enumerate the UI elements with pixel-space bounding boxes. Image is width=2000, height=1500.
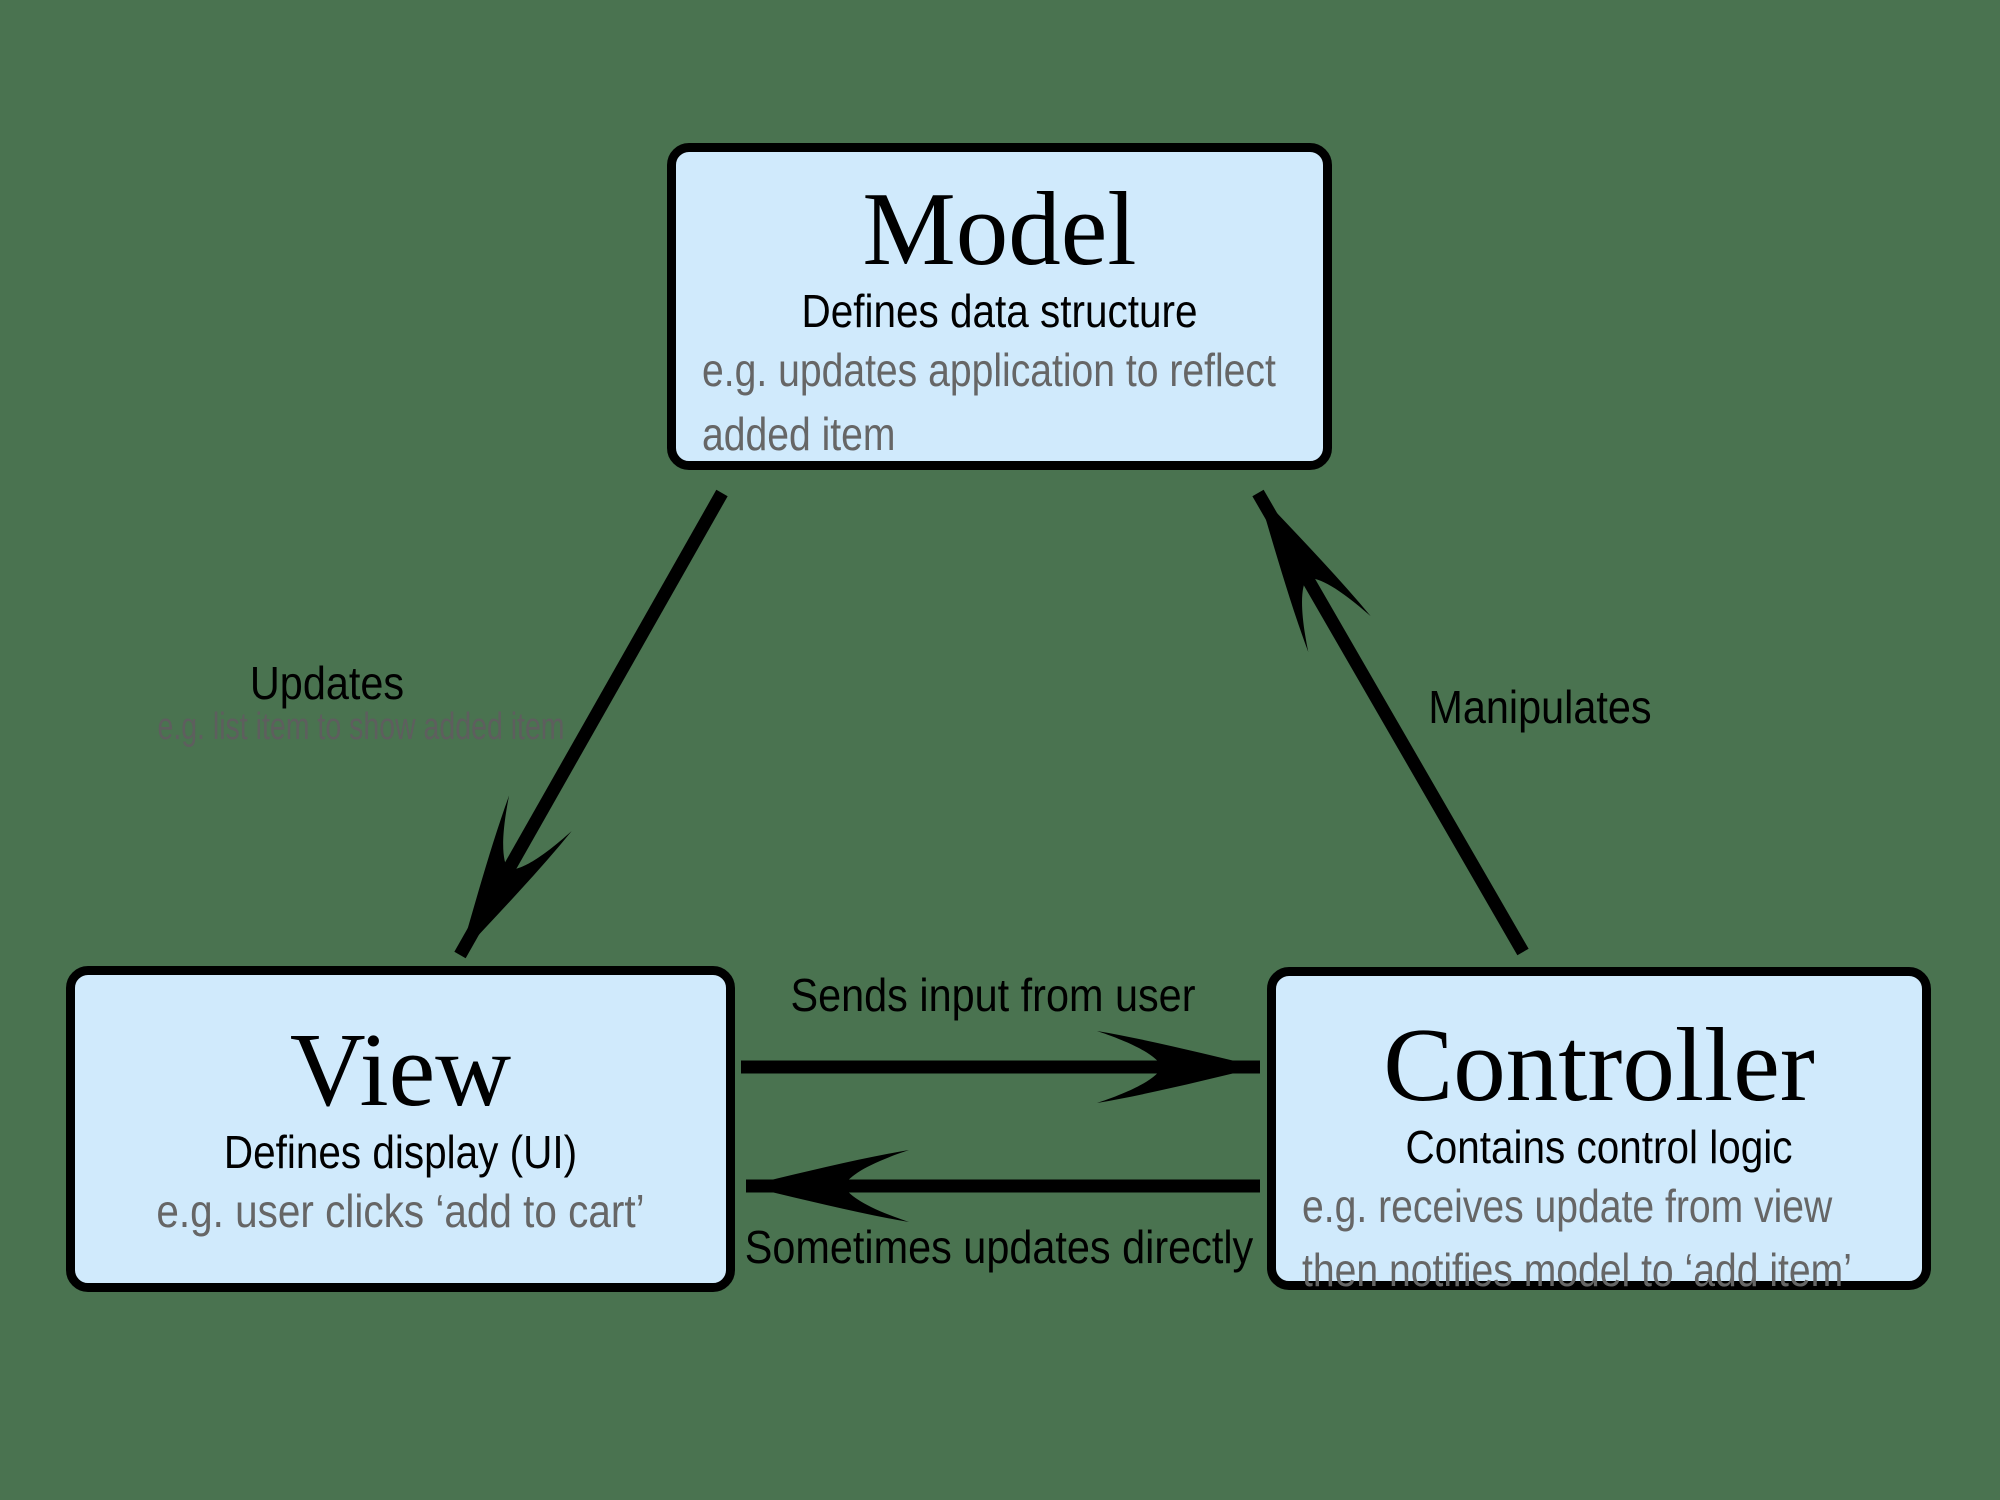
controller-example-line: then notifies model to ‘add item’ bbox=[1302, 1243, 1852, 1296]
controller-example-line: e.g. receives update from view bbox=[1302, 1180, 1833, 1233]
controller-title: Controller bbox=[1383, 1006, 1815, 1123]
arrow-controller-to-model bbox=[1252, 489, 1529, 956]
model-example: e.g. updates application to reflect adde… bbox=[702, 339, 1323, 466]
view-title: View bbox=[289, 1011, 512, 1128]
arrow-model-to-view bbox=[454, 489, 728, 959]
model-box: Model Defines data structure e.g. update… bbox=[667, 143, 1332, 470]
model-subtitle: Defines data structure bbox=[801, 285, 1198, 338]
manipulates-arrow-label: Manipulates bbox=[1428, 681, 1652, 733]
model-example-line: e.g. updates application to reflect bbox=[702, 344, 1276, 397]
controller-example: e.g. receives update from view then noti… bbox=[1302, 1175, 1923, 1302]
view-example: e.g. user clicks ‘add to cart’ bbox=[114, 1180, 687, 1243]
controller-box: Controller Contains control logic e.g. r… bbox=[1267, 967, 1931, 1296]
updates-arrow-sublabel: e.g. list item to show added item bbox=[157, 706, 565, 748]
view-subtitle: Defines display (UI) bbox=[223, 1126, 578, 1179]
model-title: Model bbox=[862, 170, 1137, 287]
sometimes-updates-arrow-label: Sometimes updates directly bbox=[744, 1221, 1254, 1273]
controller-subtitle: Contains control logic bbox=[1405, 1121, 1793, 1174]
model-example-line: added item bbox=[702, 407, 896, 460]
sends-input-arrow-label: Sends input from user bbox=[790, 969, 1196, 1021]
view-example-line: e.g. user clicks ‘add to cart’ bbox=[156, 1185, 645, 1238]
view-box: View Defines display (UI) e.g. user clic… bbox=[66, 966, 735, 1292]
updates-arrow-label: Updates bbox=[249, 657, 405, 709]
